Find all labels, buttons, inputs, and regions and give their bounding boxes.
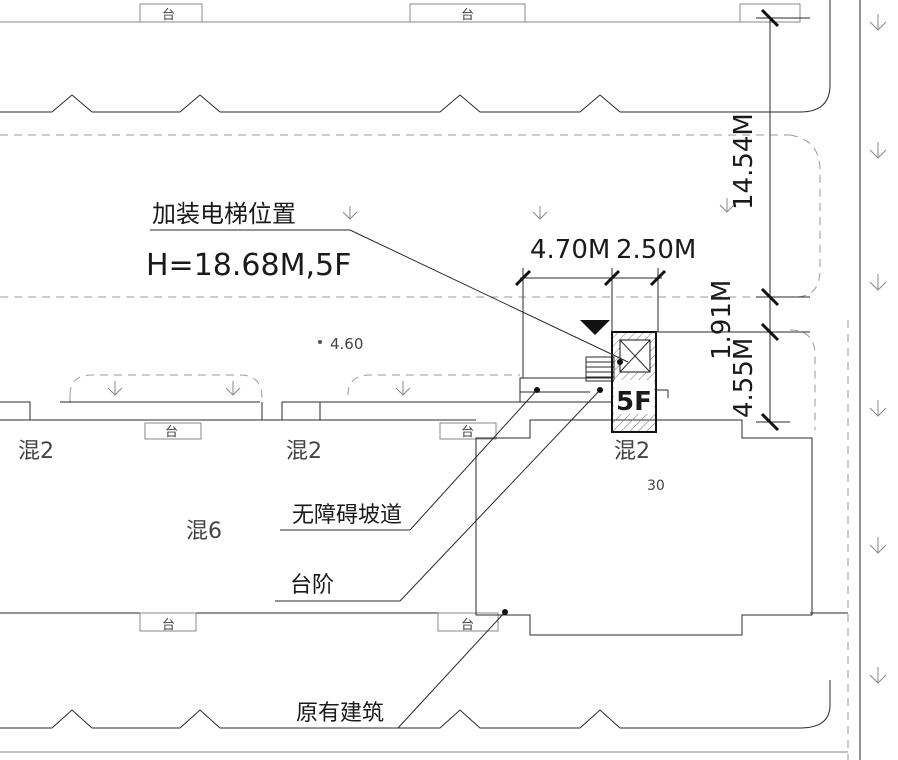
steps-label: 台阶 (290, 573, 334, 598)
top-parking-strip (0, 0, 831, 298)
parking-tai-label-3: 台 (165, 425, 178, 440)
elevation-label: 4.60 (330, 335, 363, 353)
vertical-dimensions (656, 8, 810, 432)
elevator-title-label: 加装电梯位置 (152, 200, 296, 228)
parking-tai-label-5: 台 (162, 618, 175, 633)
ramp-label: 无障碍坡道 (292, 503, 402, 528)
dimension-2-50: 2.50M (616, 235, 696, 265)
elevator-shaft (580, 320, 669, 433)
dimension-14-54: 14.54M (729, 113, 759, 210)
mix2-label-left: 混2 (18, 439, 54, 464)
elevator-height-label: H=18.68M,5F (146, 248, 351, 283)
mix6-label: 混6 (186, 519, 222, 544)
mix2-label-mid: 混2 (286, 439, 322, 464)
parking-tai-label-6: 台 (461, 618, 474, 633)
dimension-1-91: 1.91M (707, 280, 737, 360)
existing-building-outline (475, 419, 813, 636)
building-number-label: 30 (647, 478, 665, 494)
mix2-label-elevator: 混2 (614, 439, 650, 464)
parking-tai-label-2: 台 (461, 8, 474, 23)
right-parking-strip (789, 0, 887, 760)
dimension-4-55: 4.55M (729, 338, 759, 418)
middle-parking-strip (0, 374, 520, 440)
direction-marks (107, 198, 735, 396)
elevation-point (318, 340, 322, 344)
bottom-parking-strip (0, 612, 848, 753)
parking-tai-label-1: 台 (162, 8, 175, 23)
floors-label: 5F (616, 387, 652, 417)
horizontal-dimensions (514, 268, 667, 378)
leader-lines (150, 229, 629, 729)
ramp-and-steps (519, 356, 615, 403)
existing-building-label: 原有建筑 (296, 701, 384, 726)
parking-tai-label-4: 台 (461, 425, 474, 440)
dimension-4-70: 4.70M (530, 235, 610, 265)
